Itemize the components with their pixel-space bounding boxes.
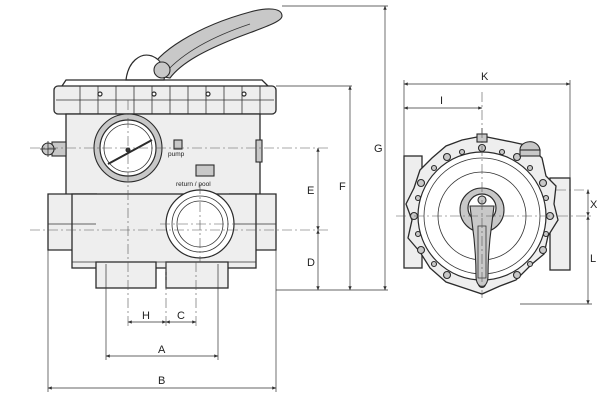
top-cover (53, 79, 277, 115)
dim-label-b: B (158, 375, 165, 387)
dim-label-e: E (307, 185, 314, 197)
return-pool-text: return / pool (176, 181, 211, 188)
cover-bolts (409, 143, 555, 289)
dim-label-h: H (142, 310, 150, 322)
dim-label-x: X (590, 199, 598, 211)
top-view: K I X L (396, 71, 598, 305)
dim-label-i: I (440, 95, 443, 107)
valve-handle (125, 8, 283, 81)
front-view: pump return / pool (30, 5, 388, 392)
side-clip (255, 139, 263, 163)
dim-label-d: D (307, 257, 315, 269)
dim-label-g: G (374, 143, 383, 155)
dim-label-l: L (590, 253, 596, 265)
port-block (47, 184, 277, 289)
pump-text: pump (168, 151, 185, 158)
air-release-valve (40, 141, 67, 157)
dim-label-k: K (481, 71, 489, 83)
dim-label-a: A (158, 344, 166, 356)
pump-label: pump (168, 139, 185, 158)
dim-label-f: F (339, 181, 346, 193)
return-pool-label: return / pool (176, 164, 215, 188)
dim-label-c: C (177, 310, 185, 322)
top-gauge (519, 141, 541, 157)
